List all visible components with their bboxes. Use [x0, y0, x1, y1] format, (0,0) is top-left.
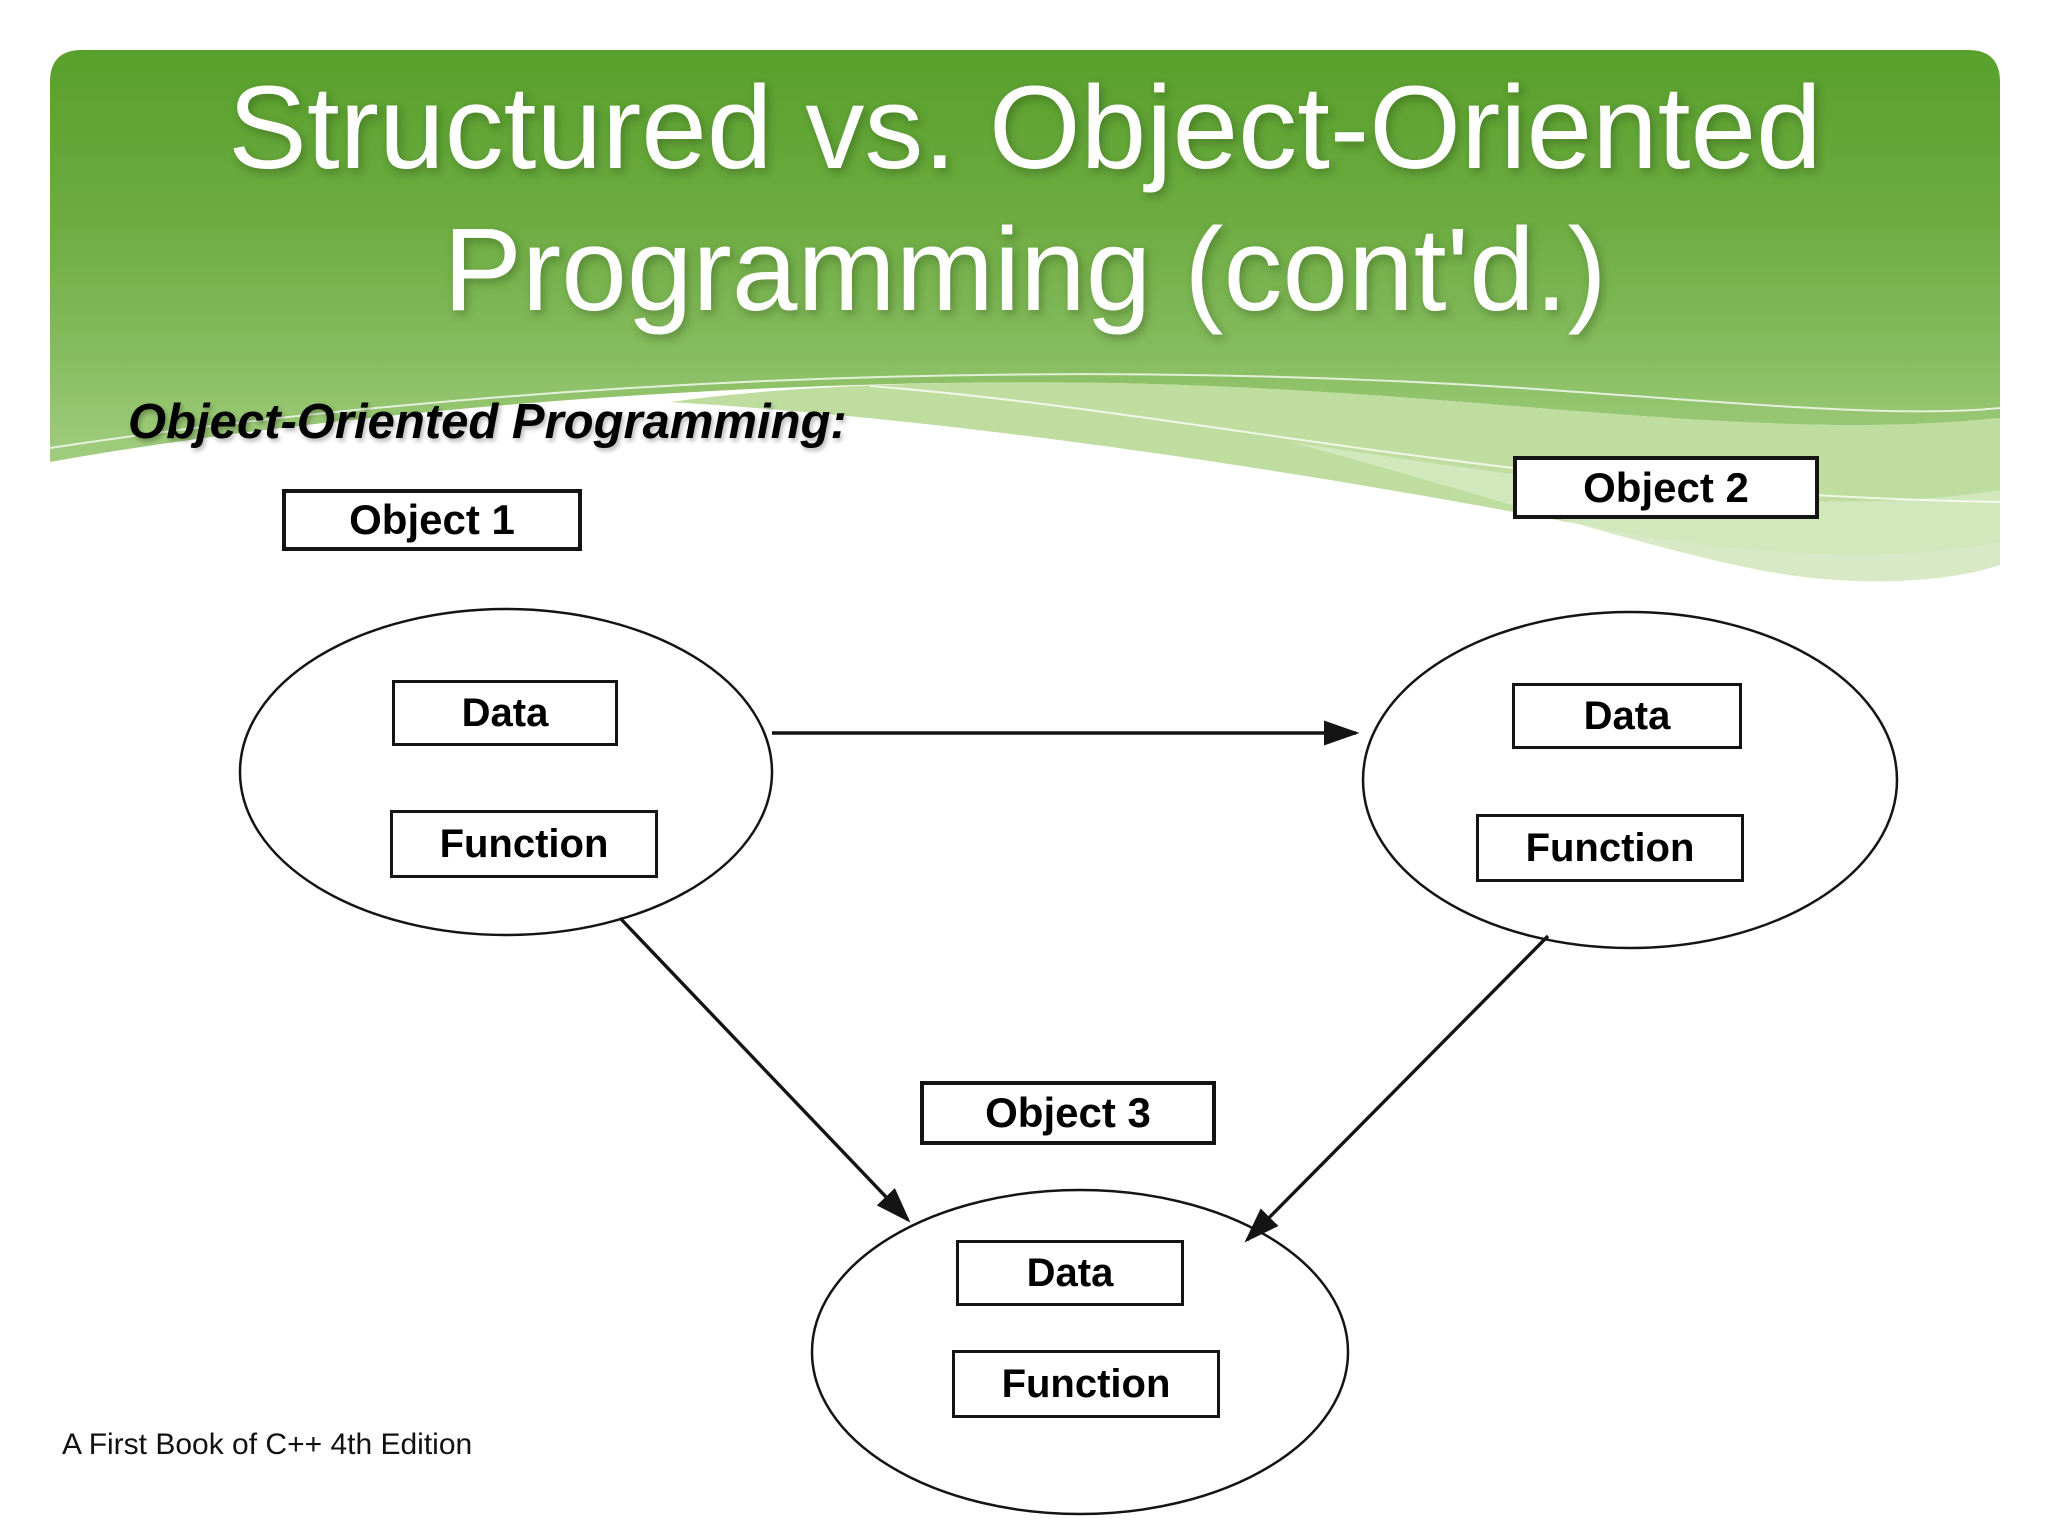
slide-title-line1: Structured vs. Object-Oriented	[228, 62, 1822, 194]
object3-function-box: Function	[952, 1350, 1220, 1418]
slide-subtitle: Object-Oriented Programming:	[128, 395, 847, 449]
object2-ellipse	[1361, 610, 1899, 950]
header-green-shape	[50, 50, 2000, 462]
object1-data-box: Data	[392, 680, 618, 746]
object2-data-box: Data	[1512, 683, 1742, 749]
object1-label-box: Object 1	[282, 489, 582, 551]
slide-footer: A First Book of C++ 4th Edition	[62, 1428, 473, 1461]
object3-data-box: Data	[956, 1240, 1184, 1306]
object3-label-box: Object 3	[920, 1081, 1216, 1145]
object1-function-box: Function	[390, 810, 658, 878]
object1-ellipse	[238, 607, 774, 937]
arrow-object2-to-object3	[1244, 934, 1550, 1243]
object2-label-box: Object 2	[1513, 456, 1819, 519]
slide-title: Structured vs. Object-Oriented Programmi…	[50, 58, 2000, 341]
object2-function-box: Function	[1476, 814, 1744, 882]
arrow-object1-to-object3	[618, 916, 911, 1223]
wave-hairline-upper	[50, 373, 2000, 449]
slide-title-line2: Programming (cont'd.)	[443, 203, 1607, 336]
